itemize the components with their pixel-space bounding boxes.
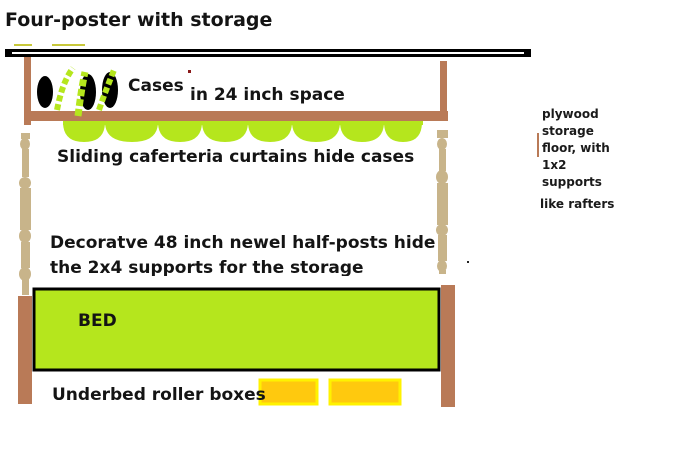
title-underline-dash: [52, 44, 85, 46]
curtain-stroke: [74, 71, 89, 117]
small-mark: [188, 70, 191, 73]
side-note-line: storage: [542, 124, 594, 138]
bed-label: BED: [78, 311, 117, 331]
roller-box: [328, 378, 402, 406]
curtains-label: Sliding caferteria curtains hide cases: [57, 147, 415, 167]
left-bed-post: [18, 296, 32, 404]
side-note-last-line: like rafters: [540, 197, 615, 211]
side-note: plywood storage floor, with 1x2 supports: [542, 106, 610, 191]
roller-box: [258, 378, 319, 406]
right-bed-post: [441, 285, 455, 407]
roller-boxes-label: Underbed roller boxes: [52, 385, 266, 405]
diagram-title: Four-poster with storage: [5, 9, 273, 31]
curtain-stroke: [54, 66, 76, 111]
storage-frame-right-post: [440, 61, 447, 119]
canopy-top-bar-inner: [12, 52, 524, 54]
newel-label-line2: the 2x4 supports for the storage: [50, 258, 364, 276]
sliding-curtains: [63, 121, 423, 142]
right-newel-post: [436, 130, 448, 274]
newel-label-line1: Decoratve 48 inch newel half-posts hide: [50, 233, 436, 253]
small-dot: [467, 261, 469, 263]
cases-label: Cases: [128, 76, 184, 96]
storage-frame-left-post: [24, 57, 31, 125]
curtain-stroke: [96, 68, 117, 111]
side-note-line: plywood: [542, 107, 599, 121]
case-shape: [37, 76, 53, 108]
left-newel-post: [19, 133, 31, 295]
title-underline-dash: [14, 44, 32, 46]
bed-mattress: [32, 287, 441, 372]
side-note-line: supports: [542, 175, 602, 189]
space-label: in 24 inch space: [190, 85, 345, 105]
side-note-marker: [537, 133, 539, 157]
side-note-line: 1x2: [542, 158, 567, 172]
storage-floor-beam: [24, 111, 448, 121]
side-note-line: floor, with: [542, 141, 610, 155]
